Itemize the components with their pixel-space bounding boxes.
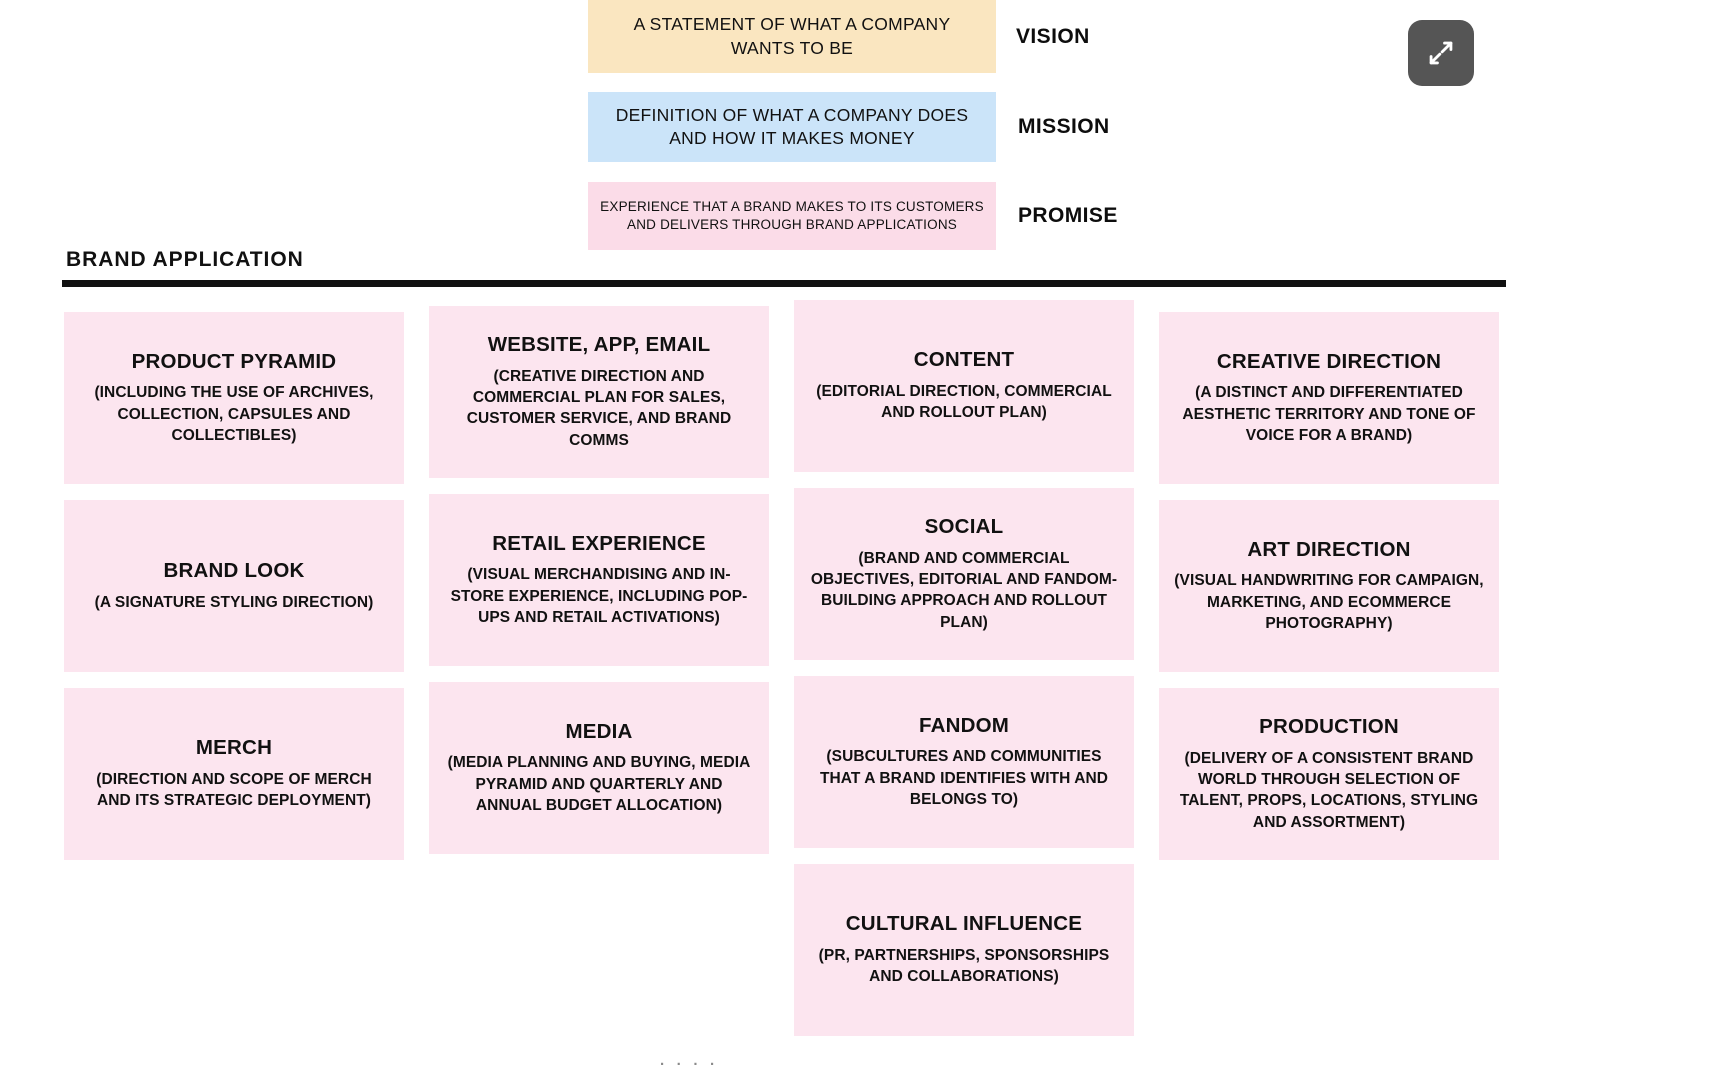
promise-label: PROMISE: [1018, 204, 1118, 227]
mission-band-text: DEFINITION OF WHAT A COMPANY DOES AND HO…: [615, 104, 969, 148]
card-title: CONTENT: [913, 348, 1015, 372]
cropped-footer-text: · · · ·: [660, 1056, 719, 1066]
card-creative-direction[interactable]: CREATIVE DIRECTION (A DISTINCT AND DIFFE…: [1159, 312, 1499, 484]
vision-band-text: A STATEMENT OF WHAT A COMPANY WANTS TO B…: [633, 14, 951, 58]
card-description: (A SIGNATURE STYLING DIRECTION): [94, 593, 374, 611]
card-fandom[interactable]: FANDOM (SUBCULTURES AND COMMUNITIES THAT…: [794, 676, 1134, 848]
card-description: (DELIVERY OF A CONSISTENT BRAND WORLD TH…: [1179, 749, 1479, 831]
card-description: (A DISTINCT AND DIFFERENTIATED AESTHETIC…: [1182, 384, 1476, 444]
card-description: (DIRECTION AND SCOPE OF MERCH AND ITS ST…: [96, 771, 372, 810]
card-production[interactable]: PRODUCTION (DELIVERY OF A CONSISTENT BRA…: [1159, 688, 1499, 860]
card-description: (INCLUDING THE USE OF ARCHIVES, COLLECTI…: [94, 384, 374, 444]
expand-fullscreen-button[interactable]: [1408, 20, 1474, 86]
card-title: MEDIA: [565, 719, 633, 743]
card-description: (SUBCULTURES AND COMMUNITIES THAT A BRAN…: [819, 748, 1109, 808]
card-title: MERCH: [195, 736, 273, 760]
vision-label: VISION: [1016, 24, 1090, 48]
card-website-app-email[interactable]: WEBSITE, APP, EMAIL (CREATIVE DIRECTION …: [429, 306, 769, 478]
card-description: (VISUAL HANDWRITING FOR CAMPAIGN, MARKET…: [1174, 572, 1484, 632]
card-social[interactable]: SOCIAL (BRAND AND COMMERCIAL OBJECTIVES,…: [794, 488, 1134, 660]
card-art-direction[interactable]: ART DIRECTION (VISUAL HANDWRITING FOR CA…: [1159, 500, 1499, 672]
card-merch[interactable]: MERCH (DIRECTION AND SCOPE OF MERCH AND …: [64, 688, 404, 860]
card-description: (BRAND AND COMMERCIAL OBJECTIVES, EDITOR…: [810, 549, 1118, 631]
pyramid-row-vision: A STATEMENT OF WHAT A COMPANY WANTS TO B…: [588, 0, 1090, 73]
card-title: PRODUCT PYRAMID: [131, 349, 337, 373]
card-description: (PR, PARTNERSHIPS, SPONSORSHIPS AND COLL…: [818, 947, 1110, 986]
section-divider-rule: [62, 280, 1506, 287]
card-description: (EDITORIAL DIRECTION, COMMERCIAL AND ROL…: [816, 383, 1112, 422]
card-title: FANDOM: [918, 713, 1010, 737]
card-title: BRAND LOOK: [163, 559, 305, 583]
promise-band: EXPERIENCE THAT A BRAND MAKES TO ITS CUS…: [588, 182, 996, 250]
pyramid-row-promise: EXPERIENCE THAT A BRAND MAKES TO ITS CUS…: [588, 182, 1118, 250]
card-title: WEBSITE, APP, EMAIL: [487, 333, 711, 357]
card-description: (VISUAL MERCHANDISING AND IN-STORE EXPER…: [450, 566, 748, 626]
card-title: CREATIVE DIRECTION: [1216, 349, 1442, 373]
card-description: (MEDIA PLANNING AND BUYING, MEDIA PYRAMI…: [447, 754, 751, 814]
section-heading-brand-application: BRAND APPLICATION: [66, 248, 304, 271]
card-product-pyramid[interactable]: PRODUCT PYRAMID (INCLUDING THE USE OF AR…: [64, 312, 404, 484]
promise-band-text: EXPERIENCE THAT A BRAND MAKES TO ITS CUS…: [600, 199, 984, 232]
card-retail-experience[interactable]: RETAIL EXPERIENCE (VISUAL MERCHANDISING …: [429, 494, 769, 666]
card-title: PRODUCTION: [1259, 715, 1399, 739]
card-description: (CREATIVE DIRECTION AND COMMERCIAL PLAN …: [466, 367, 732, 449]
card-title: CULTURAL INFLUENCE: [845, 912, 1083, 936]
pyramid-row-mission: DEFINITION OF WHAT A COMPANY DOES AND HO…: [588, 92, 1110, 162]
card-title: RETAIL EXPERIENCE: [492, 531, 706, 555]
vision-band: A STATEMENT OF WHAT A COMPANY WANTS TO B…: [588, 0, 996, 73]
card-content[interactable]: CONTENT (EDITORIAL DIRECTION, COMMERCIAL…: [794, 300, 1134, 472]
expand-arrows-icon: [1424, 36, 1458, 70]
mission-label: MISSION: [1018, 115, 1110, 138]
mission-band: DEFINITION OF WHAT A COMPANY DOES AND HO…: [588, 92, 996, 162]
card-title: SOCIAL: [924, 515, 1004, 539]
card-brand-look[interactable]: BRAND LOOK (A SIGNATURE STYLING DIRECTIO…: [64, 500, 404, 672]
card-cultural-influence[interactable]: CULTURAL INFLUENCE (PR, PARTNERSHIPS, SP…: [794, 864, 1134, 1036]
brand-pyramid: A STATEMENT OF WHAT A COMPANY WANTS TO B…: [0, 0, 1730, 258]
card-title: ART DIRECTION: [1247, 537, 1411, 561]
card-media[interactable]: MEDIA (MEDIA PLANNING AND BUYING, MEDIA …: [429, 682, 769, 854]
